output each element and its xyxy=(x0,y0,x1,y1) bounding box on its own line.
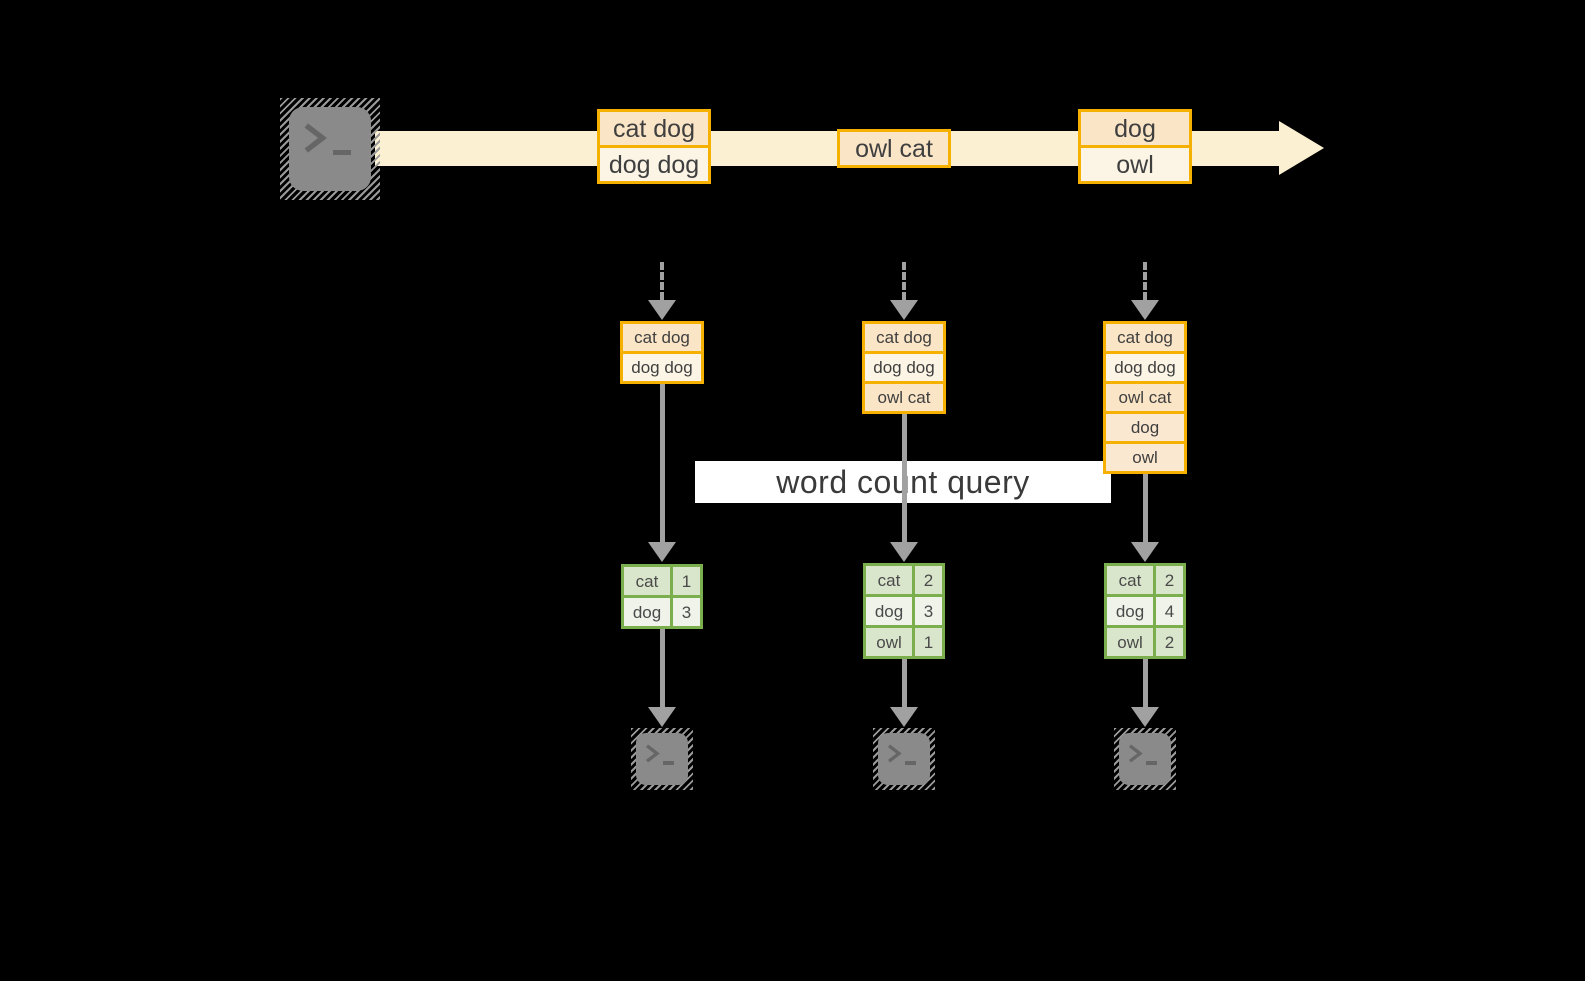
terminal-screen xyxy=(1119,733,1171,785)
source-terminal-icon xyxy=(280,98,380,200)
count-word-cell: dog xyxy=(1107,597,1153,625)
terminal-screen xyxy=(636,733,688,785)
output-arrowhead-icon xyxy=(648,707,676,727)
count-value-cell: 4 xyxy=(1156,597,1183,625)
message-cell: cat dog xyxy=(1106,324,1184,351)
count-word-cell: cat xyxy=(1107,566,1153,594)
terminal-cursor-icon xyxy=(905,761,916,765)
message-cell: dog dog xyxy=(1106,354,1184,381)
count-word-cell: cat xyxy=(866,566,912,594)
word-count-table-1: cat 1 dog 3 xyxy=(621,564,703,629)
query-arrowhead-icon xyxy=(890,542,918,562)
message-cell: dog dog xyxy=(865,354,943,381)
message-cell: owl xyxy=(1081,148,1189,181)
stream-to-state-arrow-line xyxy=(902,262,906,300)
terminal-prompt-icon xyxy=(304,123,327,153)
count-value-cell: 3 xyxy=(915,597,942,625)
stream-to-state-arrowhead-icon xyxy=(890,300,918,320)
count-value-cell: 2 xyxy=(1156,628,1183,656)
message-cell: owl cat xyxy=(840,132,948,165)
stream-to-state-arrow-line xyxy=(660,262,664,300)
stream-batch-2: owl cat xyxy=(837,129,951,168)
word-count-table-3: cat 2 dog 4 owl 2 xyxy=(1104,563,1186,659)
output-arrow-line xyxy=(660,629,665,707)
message-cell: owl cat xyxy=(1106,384,1184,411)
accumulated-messages-3: cat dog dog dog owl cat dog owl xyxy=(1103,321,1187,474)
stream-to-state-arrowhead-icon xyxy=(648,300,676,320)
stream-to-state-arrowhead-icon xyxy=(1131,300,1159,320)
terminal-cursor-icon xyxy=(663,761,674,765)
output-arrowhead-icon xyxy=(1131,707,1159,727)
stream-arrowhead-icon xyxy=(1279,121,1324,175)
message-cell: dog xyxy=(1081,112,1189,145)
output-terminal-icon xyxy=(631,728,693,790)
count-word-cell: cat xyxy=(624,567,670,595)
output-arrow-line xyxy=(1143,659,1148,707)
message-cell: cat dog xyxy=(865,324,943,351)
query-arrowhead-icon xyxy=(648,542,676,562)
output-terminal-icon xyxy=(1114,728,1176,790)
count-value-cell: 1 xyxy=(915,628,942,656)
query-arrow-line xyxy=(902,414,907,542)
terminal-screen xyxy=(289,107,371,191)
terminal-prompt-icon xyxy=(1128,744,1143,763)
output-arrowhead-icon xyxy=(890,707,918,727)
terminal-screen xyxy=(878,733,930,785)
count-word-cell: owl xyxy=(866,628,912,656)
word-count-table-2: cat 2 dog 3 owl 1 xyxy=(863,563,945,659)
count-value-cell: 3 xyxy=(673,598,700,626)
message-cell: cat dog xyxy=(600,112,708,145)
stream-batch-1: cat dog dog dog xyxy=(597,109,711,184)
terminal-prompt-icon xyxy=(887,744,902,763)
terminal-cursor-icon xyxy=(1146,761,1157,765)
message-cell: dog xyxy=(1106,414,1184,441)
output-terminal-icon xyxy=(873,728,935,790)
count-word-cell: dog xyxy=(624,598,670,626)
message-cell: dog dog xyxy=(600,148,708,181)
terminal-prompt-icon xyxy=(645,744,660,763)
message-cell: owl cat xyxy=(865,384,943,411)
stream-batch-3: dog owl xyxy=(1078,109,1192,184)
query-arrow-line xyxy=(660,384,665,542)
message-cell: owl xyxy=(1106,444,1184,471)
count-value-cell: 2 xyxy=(1156,566,1183,594)
accumulated-messages-2: cat dog dog dog owl cat xyxy=(862,321,946,414)
count-word-cell: owl xyxy=(1107,628,1153,656)
count-word-cell: dog xyxy=(866,597,912,625)
count-value-cell: 2 xyxy=(915,566,942,594)
query-arrowhead-icon xyxy=(1131,542,1159,562)
terminal-cursor-icon xyxy=(333,150,351,155)
count-value-cell: 1 xyxy=(673,567,700,595)
stream-to-state-arrow-line xyxy=(1143,262,1147,300)
accumulated-messages-1: cat dog dog dog xyxy=(620,321,704,384)
query-arrow-line xyxy=(1143,474,1148,542)
message-cell: cat dog xyxy=(623,324,701,351)
message-cell: dog dog xyxy=(623,354,701,381)
output-arrow-line xyxy=(902,659,907,707)
